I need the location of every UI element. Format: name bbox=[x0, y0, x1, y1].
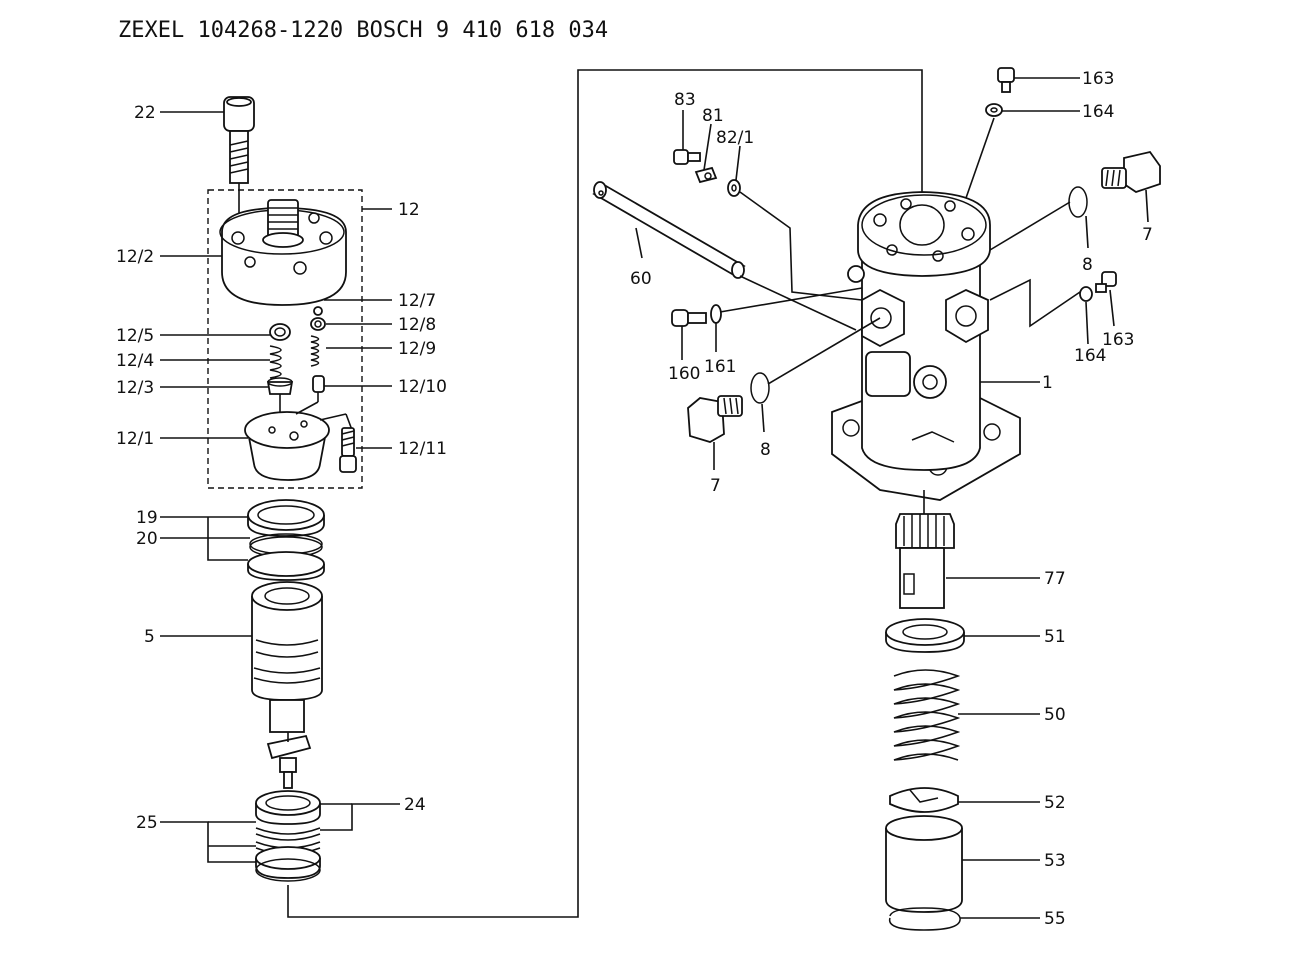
part-60-control-rod bbox=[592, 181, 746, 279]
part-77-control-sleeve bbox=[895, 513, 955, 609]
part-5-barrel bbox=[251, 581, 323, 789]
group-12-outline bbox=[207, 189, 363, 489]
assembly-connection-line bbox=[287, 69, 923, 918]
diagram-title: ZEXEL 104268-1220 BOSCH 9 410 618 034 bbox=[118, 18, 608, 43]
callout-51: 51 bbox=[1044, 627, 1066, 647]
callout-163-top: 163 bbox=[1082, 69, 1114, 89]
part-7-plug-left bbox=[687, 395, 743, 443]
part-12-7-ball bbox=[313, 306, 323, 316]
part-160-bolt bbox=[671, 309, 707, 327]
part-163-screw-top bbox=[997, 67, 1015, 93]
part-8-seal-right bbox=[1068, 186, 1088, 218]
callout-12-4: 12/4 bbox=[116, 351, 154, 371]
callout-12-5: 12/5 bbox=[116, 326, 154, 346]
callout-160: 160 bbox=[668, 364, 700, 384]
callout-161: 161 bbox=[704, 357, 736, 377]
callout-20: 20 bbox=[136, 529, 158, 549]
callout-81: 81 bbox=[702, 106, 724, 126]
callout-12-9: 12/9 bbox=[398, 339, 436, 359]
part-12-11-screw bbox=[339, 427, 357, 473]
callout-164-top: 164 bbox=[1082, 102, 1114, 122]
callout-8-left: 8 bbox=[760, 440, 771, 460]
part-19-ring-lower bbox=[247, 551, 325, 581]
part-12-10-plunger bbox=[312, 375, 325, 402]
part-51-spring-seat bbox=[885, 618, 965, 653]
part-12-8-seat bbox=[310, 317, 326, 331]
callout-7-left: 7 bbox=[710, 476, 721, 496]
callout-52: 52 bbox=[1044, 793, 1066, 813]
callout-82-1: 82/1 bbox=[716, 128, 754, 148]
callout-25: 25 bbox=[136, 813, 158, 833]
leader-lines bbox=[160, 77, 1149, 919]
callout-1: 1 bbox=[1042, 373, 1053, 393]
part-19-ring bbox=[247, 499, 325, 537]
part-24-25-spring-set bbox=[255, 790, 321, 882]
part-81-clip bbox=[694, 166, 718, 184]
callout-7-right: 7 bbox=[1142, 225, 1153, 245]
part-164-washer-top bbox=[985, 103, 1003, 117]
callout-12-7: 12/7 bbox=[398, 291, 436, 311]
part-164-washer-right bbox=[1079, 286, 1093, 302]
callout-12: 12 bbox=[398, 200, 420, 220]
callout-55: 55 bbox=[1044, 909, 1066, 929]
part-12-3-valve bbox=[266, 377, 294, 412]
callout-8-right: 8 bbox=[1082, 255, 1093, 275]
callout-50: 50 bbox=[1044, 705, 1066, 725]
callout-5: 5 bbox=[144, 627, 155, 647]
callout-22: 22 bbox=[134, 103, 156, 123]
part-12-1-valve-body bbox=[244, 401, 353, 481]
callout-labels: 22 12 12/2 12/7 12/5 12/8 12/4 12/9 12/3… bbox=[116, 69, 1153, 929]
callout-83: 83 bbox=[674, 90, 696, 110]
callout-60: 60 bbox=[630, 269, 652, 289]
part-53-tappet bbox=[885, 815, 963, 913]
part-50-plunger-spring bbox=[893, 669, 961, 761]
callout-12-10: 12/10 bbox=[398, 377, 447, 397]
part-8-seal-left bbox=[750, 372, 770, 404]
part-52-lower-seat bbox=[889, 787, 959, 813]
callout-24: 24 bbox=[404, 795, 426, 815]
callout-12-8: 12/8 bbox=[398, 315, 436, 335]
callout-12-2: 12/2 bbox=[116, 247, 154, 267]
part-12-5-valve-seat bbox=[269, 323, 291, 341]
part-161-washer bbox=[710, 304, 722, 324]
part-22-bolt bbox=[223, 96, 255, 228]
callout-12-1: 12/1 bbox=[116, 429, 154, 449]
part-163-screw-right bbox=[1095, 271, 1117, 293]
part-82-1-washer bbox=[727, 179, 741, 197]
callout-77: 77 bbox=[1044, 569, 1066, 589]
part-12-9-spring bbox=[310, 335, 320, 367]
callout-53: 53 bbox=[1044, 851, 1066, 871]
part-7-plug-right bbox=[1101, 150, 1161, 193]
part-12-2-valve-holder bbox=[219, 199, 347, 306]
part-83-screw bbox=[673, 149, 701, 165]
callout-164-right: 164 bbox=[1074, 346, 1106, 366]
callout-19: 19 bbox=[136, 508, 158, 528]
callout-163-right: 163 bbox=[1102, 330, 1134, 350]
part-12-4-spring bbox=[269, 345, 282, 379]
part-1-pump-housing bbox=[831, 191, 1021, 501]
callout-12-11: 12/11 bbox=[398, 439, 447, 459]
callout-12-3: 12/3 bbox=[116, 378, 154, 398]
